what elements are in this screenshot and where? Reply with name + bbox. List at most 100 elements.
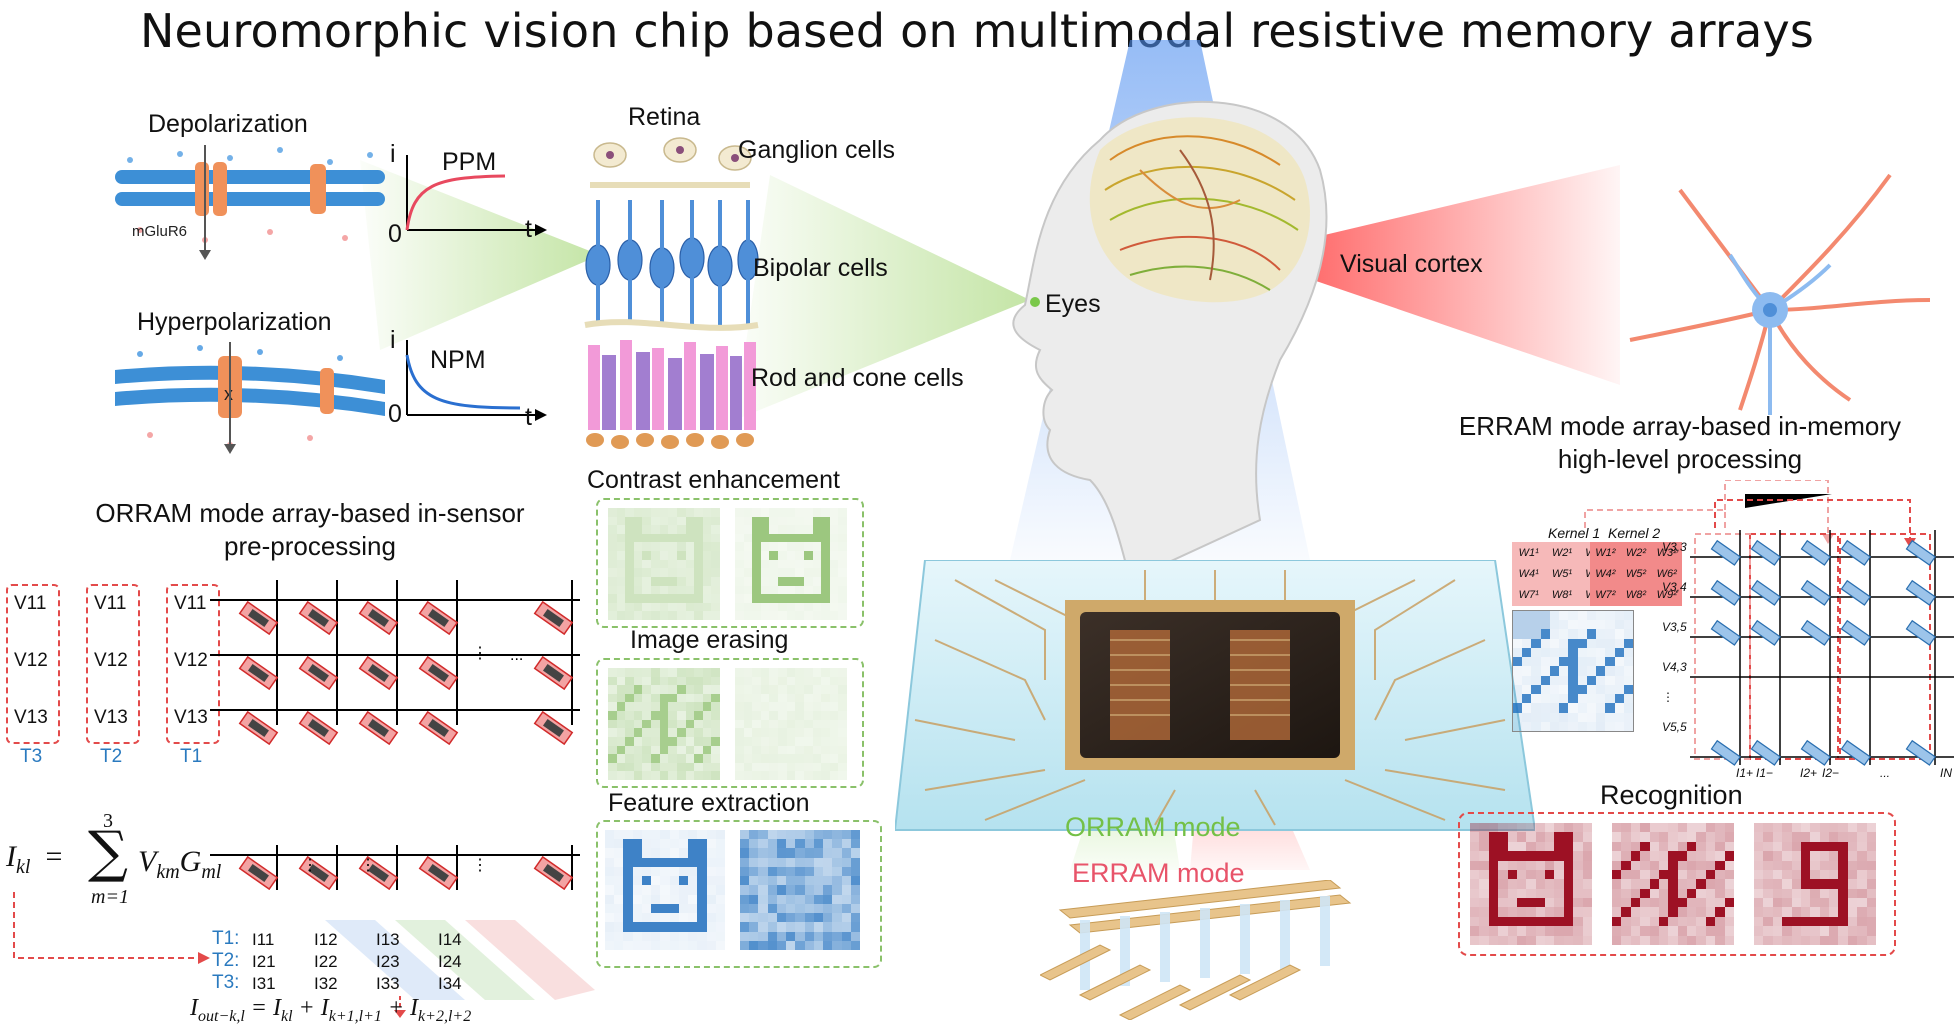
pixel [1498,869,1508,880]
pixel [1623,657,1633,667]
voltage-label: V11 [14,593,47,614]
pixel [1586,611,1597,621]
pixel [1800,841,1811,852]
pixel [832,940,842,950]
pixel [1715,907,1725,917]
pixel [651,940,661,950]
pixel [1612,841,1622,852]
pixel [1630,898,1641,908]
pixel [1516,888,1527,899]
pixel [694,754,703,763]
pixel [735,516,744,526]
pixel [1540,666,1550,676]
pixel [669,940,679,950]
pixel [660,913,670,923]
pixel [1554,869,1564,880]
pixel [694,676,703,686]
pixel [642,762,652,772]
pixel [651,771,660,780]
pixel [1549,675,1560,685]
pixel [702,508,712,517]
pixel [651,728,660,737]
pixel [1522,620,1532,630]
erram-input-image [1512,610,1634,732]
pixel [1866,888,1876,899]
pixel [1857,916,1867,927]
pixel [1782,907,1792,917]
pixel [1800,869,1811,880]
pixel [1549,611,1560,621]
pixel [651,576,660,586]
pixel [804,830,814,840]
pixel [1507,907,1517,917]
pixel [702,711,712,720]
ikl-lhs: I [6,840,16,873]
pixel [1866,869,1876,880]
pixel [841,885,851,895]
time-label: T3 [20,746,43,767]
pixel [623,830,633,840]
pixel [749,894,759,904]
pixel [668,611,677,620]
pixel [1554,935,1564,945]
pixel [813,885,824,895]
pixel [702,693,712,703]
pixel [769,736,779,746]
pixel [659,771,669,780]
pixel [1630,916,1641,927]
pixel [1715,888,1725,899]
pixel [813,894,824,904]
pixel [1724,851,1734,861]
pixel [795,876,805,886]
pixel [651,848,661,858]
pixel [752,516,761,526]
pixel [660,876,670,886]
pixel [625,576,634,586]
pixel [1763,935,1773,945]
pixel [614,866,624,877]
pixel [829,568,839,577]
pixel [694,576,703,586]
pixel [676,676,686,686]
pixel [1649,879,1659,889]
pixel [1705,926,1716,936]
pixel [1498,926,1508,936]
pixel [841,857,851,867]
pixel [1658,823,1669,833]
hyperpolarization-membrane: x [115,342,385,454]
pixel [685,516,695,526]
pixel [795,559,804,569]
pixel [1772,832,1783,842]
pixel [1612,851,1622,861]
pixel [1630,935,1641,945]
pixel [1554,860,1564,870]
pixel [706,922,716,932]
pixel [633,542,643,552]
pixel [1668,879,1678,889]
pixel [1605,712,1615,722]
pixel [608,711,617,720]
pixel [651,702,660,712]
pixel [669,830,679,840]
pixel [1545,898,1555,908]
pixel [1586,712,1597,722]
memristor-cell [358,855,399,890]
pixel [786,668,796,677]
pixel [1715,935,1725,945]
pixel [632,866,642,877]
pixel [838,568,847,577]
pixel [1540,675,1550,685]
pixel [838,559,847,569]
pixel [795,839,805,849]
pixel [1623,675,1633,685]
pixel [1763,832,1773,842]
pixel [694,745,703,755]
pixel [767,839,777,849]
pixel [813,848,824,858]
pixel [1819,916,1830,927]
pixel [821,676,830,686]
pixel [688,940,698,950]
pixel [1526,916,1536,927]
pixel [1498,916,1508,927]
pixel [760,602,770,612]
